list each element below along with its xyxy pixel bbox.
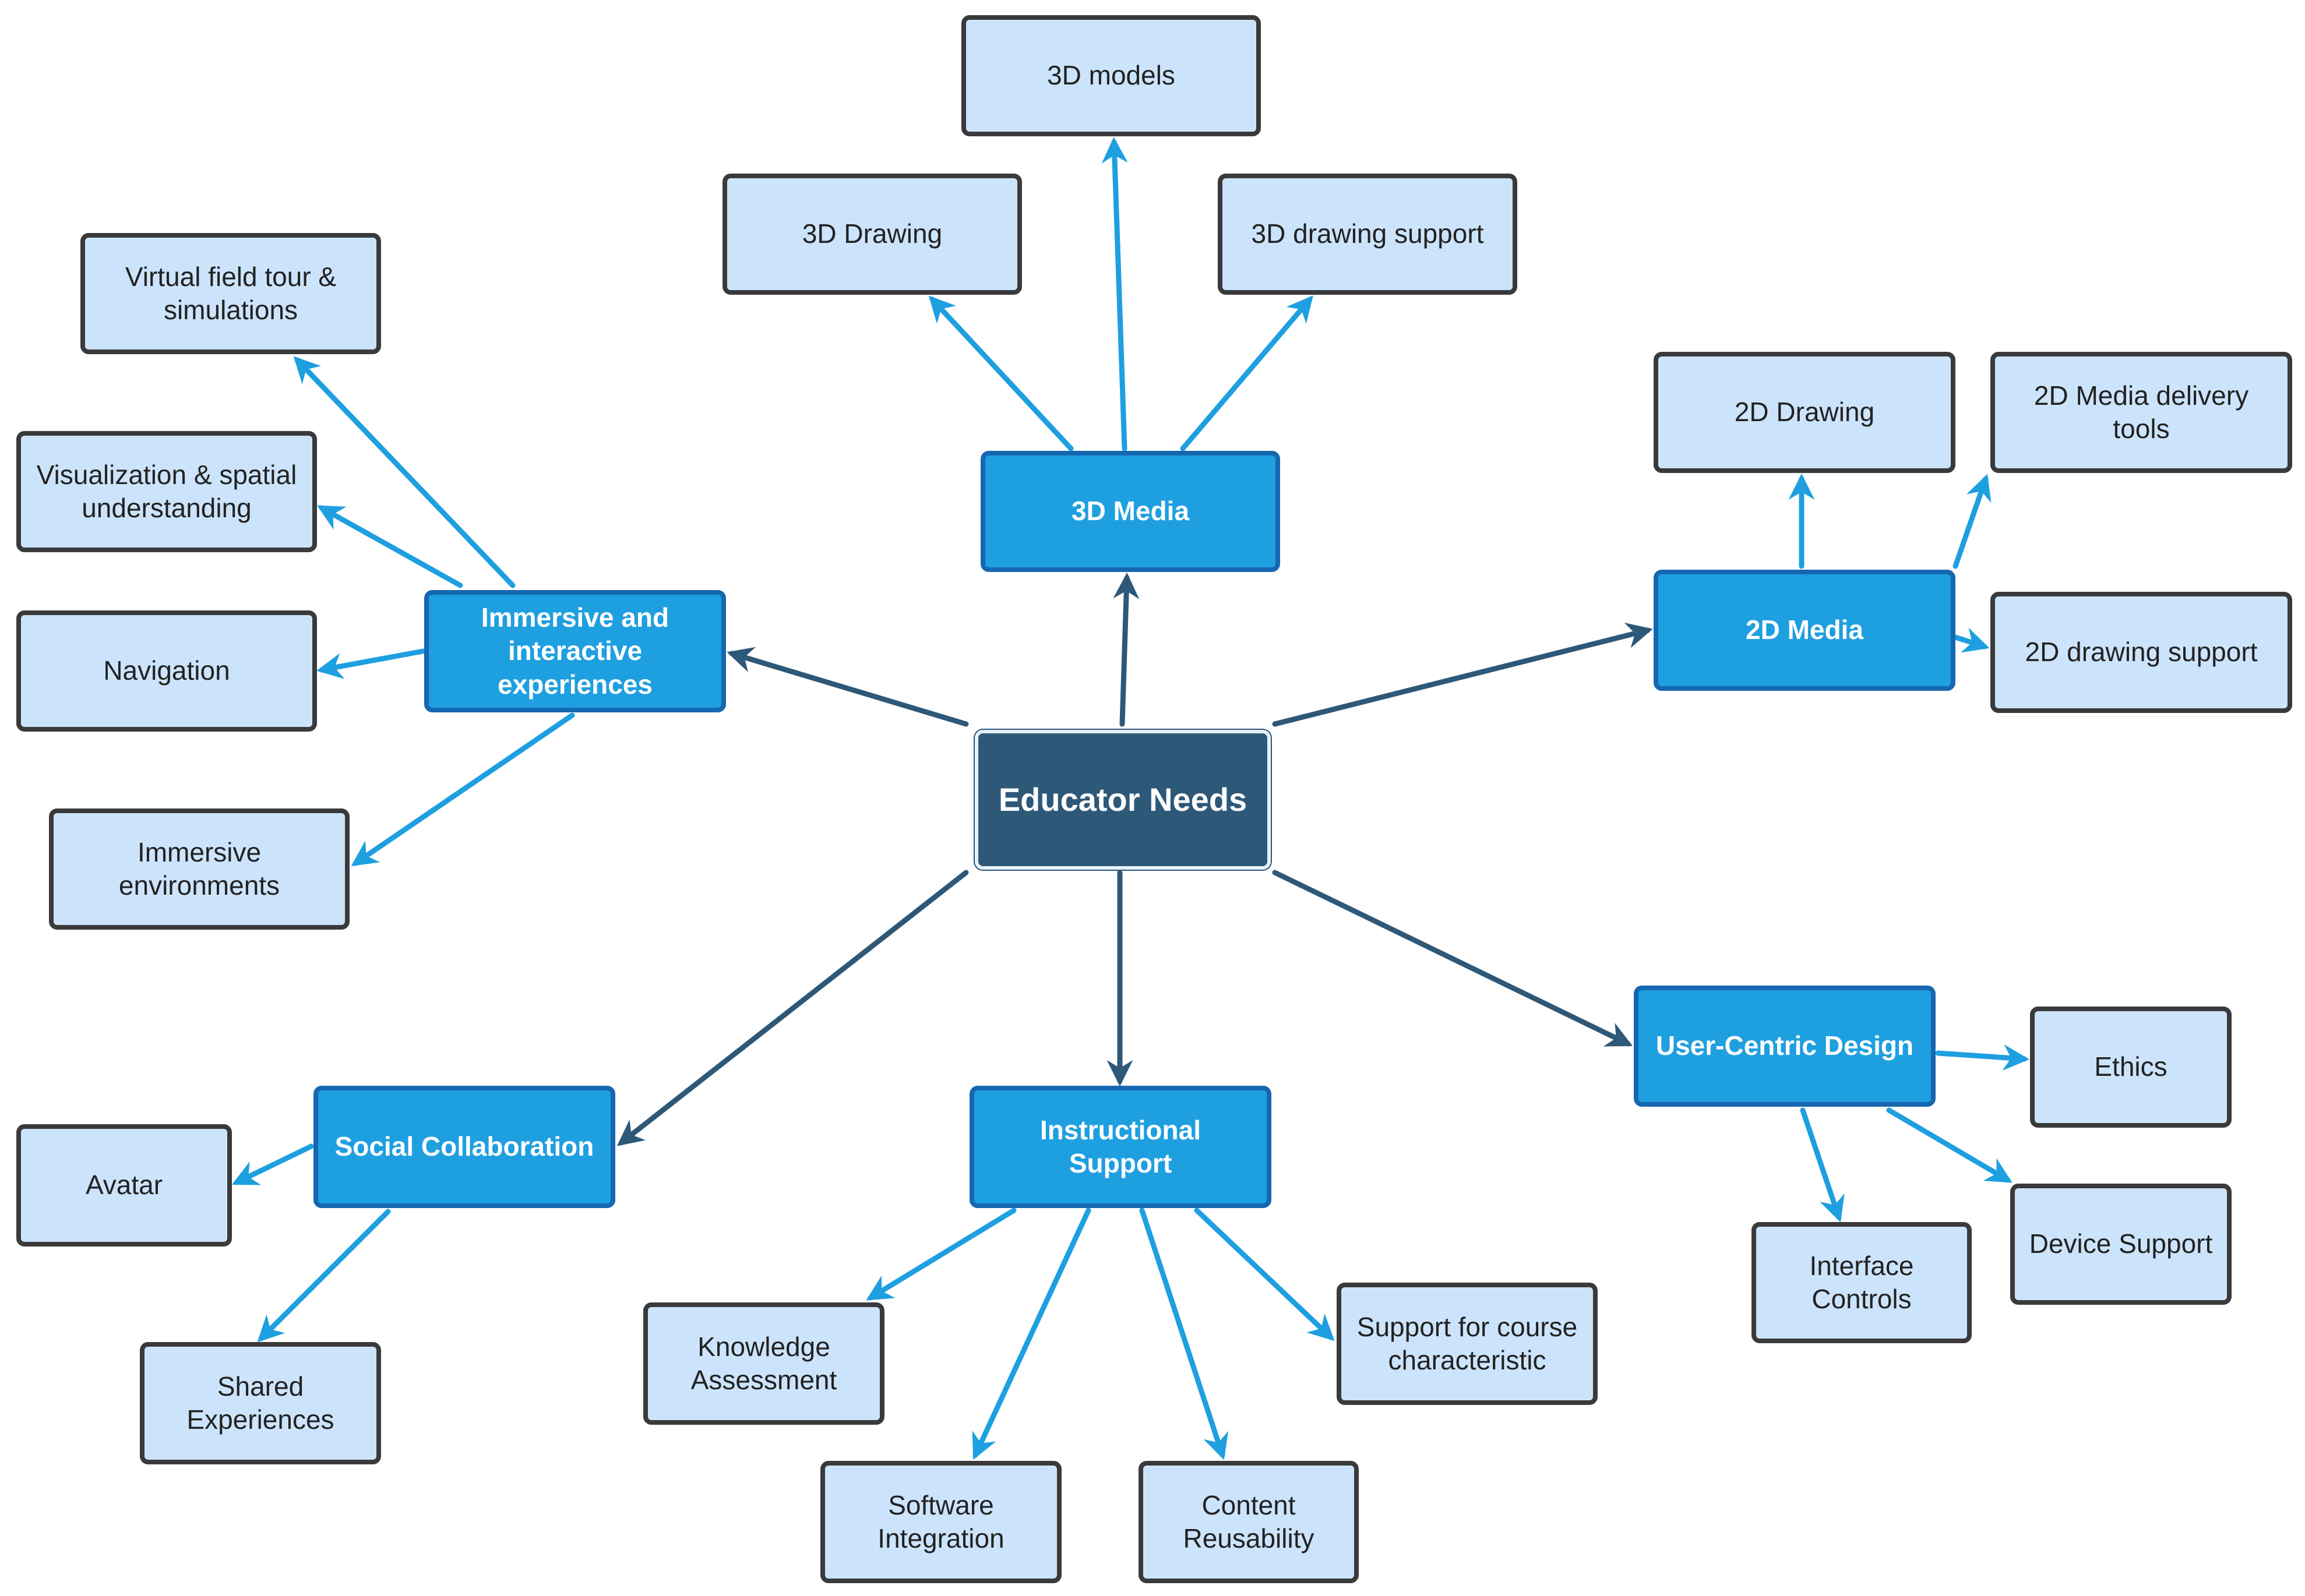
arrow-2d-to-delivery	[1952, 474, 1992, 569]
leaf-navigation[interactable]: Navigation	[16, 610, 317, 732]
arrow-immersive-to-visualization	[317, 505, 463, 588]
branch-instructional-support[interactable]: Instructional Support	[970, 1086, 1271, 1208]
leaf-ethics[interactable]: Ethics	[2030, 1007, 2232, 1128]
arrow-social-to-avatar	[231, 1143, 314, 1185]
branch-2d-media[interactable]: 2D Media	[1654, 570, 1955, 691]
branch-user-centric-design[interactable]: User-Centric Design	[1634, 986, 1936, 1107]
leaf-content-reusability[interactable]: Content Reusability	[1139, 1461, 1359, 1583]
arrow-ucd-to-device	[1886, 1107, 2013, 1183]
leaf-shared-experiences[interactable]: Shared Experiences	[140, 1342, 381, 1464]
leaf-3d-models[interactable]: 3D models	[961, 15, 1261, 136]
leaf-immersive-environments[interactable]: Immersive environments	[49, 808, 350, 930]
leaf-knowledge-assessment[interactable]: Knowledge Assessment	[643, 1302, 884, 1425]
leaf-avatar[interactable]: Avatar	[16, 1124, 232, 1247]
arrow-root-to-2d-media	[1272, 622, 1653, 727]
leaf-visualization-spatial[interactable]: Visualization & spatial understanding	[16, 431, 317, 552]
arrow-ucd-to-ethics	[1935, 1044, 2029, 1071]
leaf-3d-drawing-support[interactable]: 3D drawing support	[1218, 174, 1517, 295]
arrow-root-to-social	[616, 870, 969, 1146]
leaf-2d-drawing-support[interactable]: 2D drawing support	[1990, 592, 2292, 713]
arrow-instr-to-support-course	[1194, 1207, 1335, 1341]
arrow-3d-to-support	[1180, 295, 1313, 451]
arrow-instr-to-software	[972, 1207, 1091, 1460]
arrow-immersive-to-immersive-env	[351, 712, 575, 867]
leaf-2d-drawing[interactable]: 2D Drawing	[1654, 352, 1955, 473]
leaf-2d-media-delivery-tools[interactable]: 2D Media delivery tools	[1990, 352, 2292, 473]
branch-social-collaboration[interactable]: Social Collaboration	[313, 1086, 615, 1208]
leaf-support-course-characteristic[interactable]: Support for course characteristic	[1337, 1283, 1598, 1405]
leaf-device-support[interactable]: Device Support	[2010, 1184, 2232, 1305]
root-node-educator-needs[interactable]: Educator Needs	[975, 730, 1271, 870]
arrow-instr-to-knowledge	[866, 1207, 1017, 1301]
leaf-virtual-field-tour[interactable]: Virtual field tour & simulations	[80, 233, 381, 354]
arrow-instr-to-content	[1139, 1207, 1229, 1460]
arrow-social-to-shared	[257, 1209, 391, 1343]
arrow-3d-to-drawing	[928, 295, 1074, 451]
arrow-root-to-immersive	[727, 647, 969, 727]
arrow-root-to-user-centric	[1272, 870, 1633, 1047]
branch-immersive-experiences[interactable]: Immersive and interactive experiences	[424, 590, 726, 712]
leaf-3d-drawing[interactable]: 3D Drawing	[722, 174, 1022, 295]
arrow-immersive-to-navigation	[316, 648, 426, 679]
arrow-immersive-to-virtual-tour	[293, 356, 516, 588]
arrow-3d-to-models	[1101, 137, 1128, 451]
arrow-root-to-3d-media	[1113, 573, 1140, 727]
arrow-ucd-to-interface	[1800, 1107, 1845, 1223]
leaf-software-integration[interactable]: Software Integration	[820, 1461, 1062, 1583]
leaf-interface-controls[interactable]: Interface Controls	[1751, 1222, 1972, 1343]
branch-3d-media[interactable]: 3D Media	[981, 451, 1280, 572]
arrow-2d-to-support	[1952, 627, 1990, 653]
